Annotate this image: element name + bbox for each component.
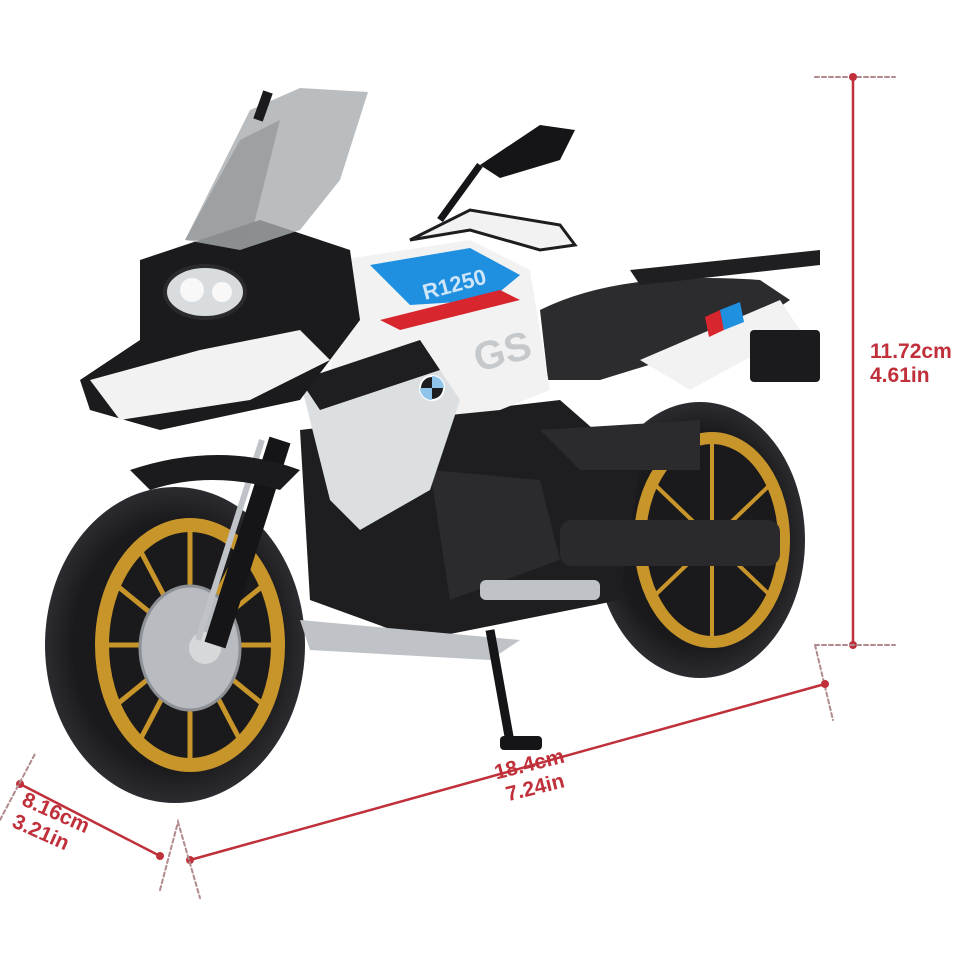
height-in: 4.61in bbox=[870, 364, 930, 387]
front-fairing bbox=[80, 220, 360, 430]
handlebars bbox=[409, 125, 578, 252]
front-wheel bbox=[45, 487, 305, 803]
tank-and-fairing: R1250 GS bbox=[300, 240, 550, 530]
height-dimension-label: 11.72cm 4.61in bbox=[870, 340, 952, 388]
windscreen bbox=[185, 88, 368, 250]
seat-and-tail bbox=[540, 250, 820, 390]
height-cm: 11.72cm bbox=[870, 340, 952, 363]
front-fork bbox=[130, 436, 300, 649]
dimension-lines bbox=[0, 73, 896, 899]
